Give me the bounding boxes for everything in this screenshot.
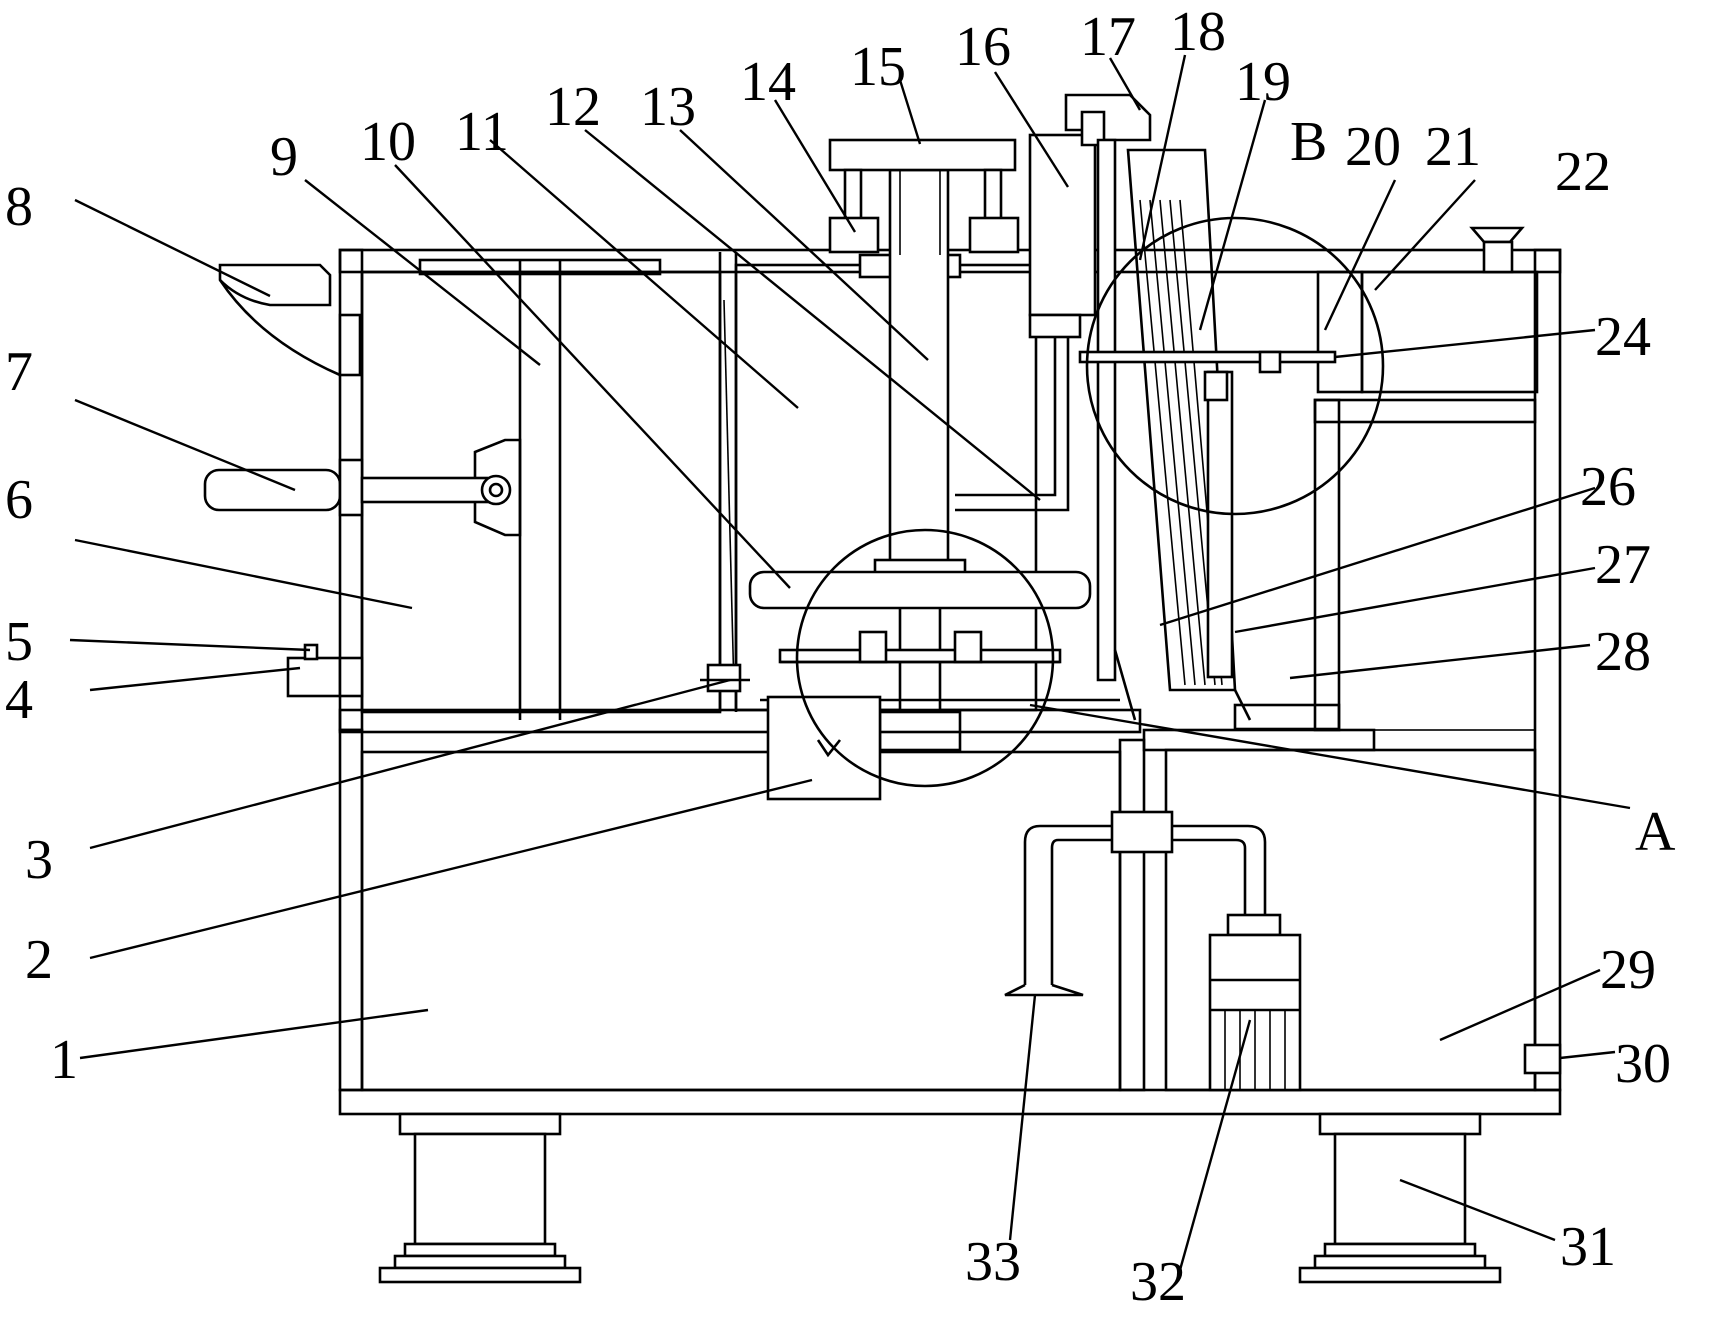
label-19: 19 [1235,51,1291,113]
fittings-right [1469,226,1562,1075]
label-9: 9 [270,126,298,188]
detail-circle-a [795,528,1055,788]
callout-labels: 1 2 3 4 5 6 7 8 9 10 11 12 13 14 15 16 1… [5,1,1676,1313]
label-18: 18 [1170,1,1226,63]
label-16: 16 [955,16,1011,78]
submersible-pump [1208,913,1302,1092]
label-20: 20 [1345,116,1401,178]
label-5: 5 [5,611,33,673]
label-3: 3 [25,829,53,891]
label-11: 11 [455,101,509,163]
inner-tank [1078,350,1337,679]
side-fittings [203,263,512,698]
label-13: 13 [640,76,696,138]
detail-circle-b [1085,216,1385,516]
label-26: 26 [1580,456,1636,518]
valve-block [700,663,882,801]
partition [718,252,738,712]
label-33: 33 [965,1231,1021,1293]
label-21: 21 [1425,116,1481,178]
label-17: 17 [1080,6,1136,68]
label-28: 28 [1595,621,1651,683]
label-27: 27 [1595,534,1651,596]
upper-housing [338,248,1562,1092]
label-22: 22 [1555,141,1611,203]
label-7: 7 [5,341,33,403]
lower-tank [338,728,1562,1116]
label-30: 30 [1615,1033,1671,1095]
label-24: 24 [1595,306,1651,368]
label-2: 2 [25,929,53,991]
label-31: 31 [1560,1216,1616,1278]
label-6: 6 [5,469,33,531]
support-legs [378,1112,1502,1284]
label-14: 14 [740,51,796,113]
label-8: 8 [5,176,33,238]
pump-block [955,93,1152,512]
label-B: B [1290,111,1327,173]
label-32: 32 [1130,1251,1186,1313]
label-A: A [1635,801,1676,863]
label-15: 15 [850,36,906,98]
label-1: 1 [50,1029,78,1091]
label-4: 4 [5,669,33,731]
pipe-network [1004,810,1267,997]
right-compartment [1233,270,1539,732]
motor-assembly [828,138,1020,255]
label-29: 29 [1600,939,1656,1001]
mixing-chamber [734,168,1120,752]
label-12: 12 [545,76,601,138]
label-10: 10 [360,111,416,173]
leader-lines [69,54,1631,1271]
